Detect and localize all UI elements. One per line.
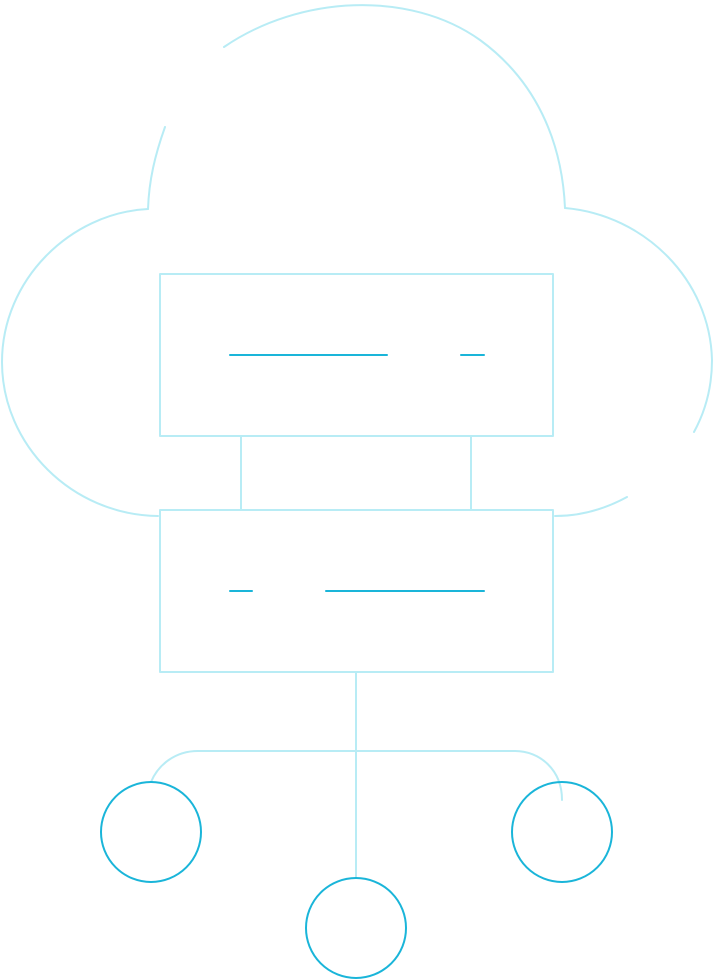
server-unit-bottom (159, 509, 554, 673)
network-lines (150, 671, 563, 879)
network-branch-line (150, 750, 563, 801)
server-top-box (159, 273, 554, 437)
network-node-right (511, 781, 613, 883)
cloud-right-arc (564, 207, 713, 433)
cloud-outline (1, 4, 713, 517)
network-node-center (305, 877, 407, 979)
network-node-left (100, 781, 202, 883)
cloud-left-arc (1, 208, 159, 517)
cloud-top-arc (223, 4, 566, 209)
server-unit-top (159, 273, 554, 437)
cloud-bottom-right-arc (554, 496, 628, 517)
cloud-left-top-arc (147, 126, 166, 210)
